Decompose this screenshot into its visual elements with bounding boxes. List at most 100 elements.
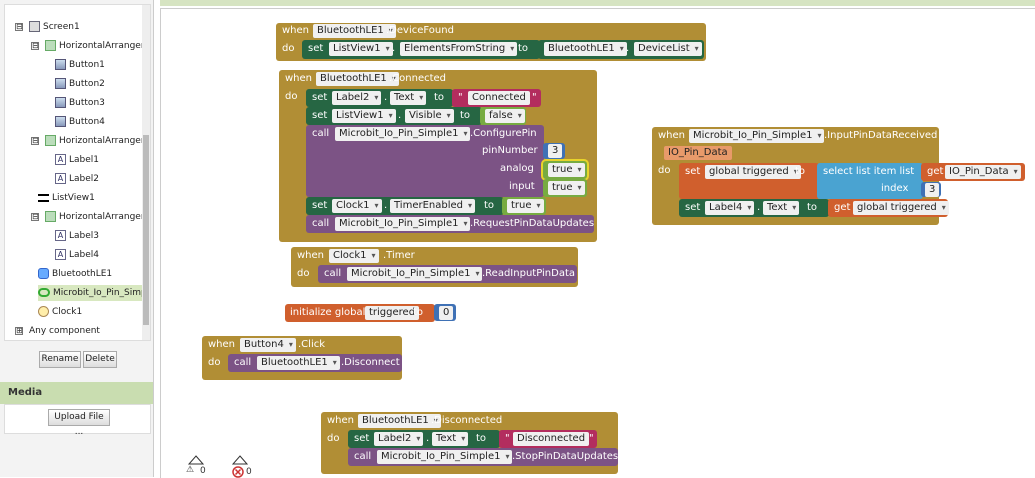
tree-toggle[interactable]: ⊟ bbox=[31, 212, 39, 221]
component-dropdown[interactable]: Clock1 bbox=[329, 249, 379, 263]
read-input-pin-call-block[interactable]: call Microbit_Io_Pin_Simple1 .ReadInputP… bbox=[318, 265, 577, 283]
component-dropdown[interactable]: Microbit_Io_Pin_Simple1 bbox=[689, 129, 825, 143]
text-disconnected-block[interactable]: " Disconnected " bbox=[499, 430, 597, 448]
tree-item[interactable]: Button3 bbox=[55, 95, 105, 111]
component-dropdown[interactable]: Microbit_Io_Pin_Simple1 bbox=[335, 127, 471, 141]
component-dropdown[interactable]: Microbit_Io_Pin_Simple1 bbox=[347, 267, 483, 281]
component-dropdown[interactable]: BluetoothLE1 bbox=[257, 356, 340, 370]
set-listview-visible-block[interactable]: set ListView1 . Visible to bbox=[306, 107, 482, 125]
tree-item[interactable]: HorizontalArrangemer bbox=[45, 133, 150, 149]
property-dropdown[interactable]: Text bbox=[763, 201, 800, 215]
event-name: .Disconnected bbox=[431, 415, 503, 426]
component-dropdown[interactable]: Clock1 bbox=[332, 199, 382, 213]
component-dropdown[interactable]: BluetoothLE1 bbox=[313, 24, 396, 38]
tree-scrollbar[interactable] bbox=[142, 5, 150, 340]
component-dropdown[interactable]: Label2 bbox=[332, 91, 382, 105]
component-dropdown[interactable]: ListView1 bbox=[332, 109, 396, 123]
number-value[interactable]: 0 bbox=[439, 306, 454, 320]
tree-toggle[interactable]: ⊟ bbox=[31, 136, 39, 145]
number-block[interactable]: 3 bbox=[921, 182, 941, 197]
set-global-triggered-block[interactable]: set global triggered to bbox=[679, 163, 819, 199]
property-dropdown[interactable]: ElementsFromString bbox=[400, 42, 518, 56]
component-dropdown[interactable]: Label2 bbox=[374, 432, 424, 446]
upload-file-button[interactable]: Upload File ... bbox=[48, 409, 110, 437]
component-dropdown[interactable]: Label4 bbox=[705, 201, 755, 215]
request-pin-updates-call-block[interactable]: call Microbit_Io_Pin_Simple1 .RequestPin… bbox=[306, 215, 594, 233]
set-listview-elements-block[interactable]: set ListView1 . ElementsFromString to bbox=[302, 40, 540, 59]
tree-toggle[interactable]: ⊟ bbox=[15, 22, 23, 31]
variable-dropdown[interactable]: global triggered bbox=[705, 165, 801, 179]
number-value[interactable]: 3 bbox=[548, 144, 563, 158]
logic-true-block[interactable]: true bbox=[502, 197, 546, 215]
boolean-dropdown[interactable]: false bbox=[485, 109, 525, 123]
component-dropdown[interactable]: ListView1 bbox=[329, 42, 393, 56]
component-dropdown[interactable]: Microbit_Io_Pin_Simple1 bbox=[335, 217, 471, 231]
number-block[interactable]: 3 bbox=[543, 143, 565, 159]
initialize-global-block[interactable]: initialize global triggered to bbox=[285, 304, 435, 322]
delete-button[interactable]: Delete bbox=[83, 351, 117, 368]
media-header: Media bbox=[0, 382, 153, 404]
tree-item[interactable]: ListView1 bbox=[38, 190, 95, 206]
tree-item[interactable]: BluetoothLE1 bbox=[38, 266, 112, 282]
logic-true-block[interactable]: true bbox=[541, 159, 589, 181]
configure-pin-call-block[interactable]: call Microbit_Io_Pin_Simple1 .ConfigureP… bbox=[306, 125, 544, 197]
number-value[interactable]: 3 bbox=[925, 183, 940, 197]
variable-dropdown[interactable]: global triggered bbox=[853, 201, 949, 215]
tree-item[interactable]: Screen1 bbox=[29, 19, 80, 35]
number-block[interactable]: 0 bbox=[434, 304, 456, 321]
set-label2-text-block[interactable]: set Label2 . Text to bbox=[306, 89, 453, 107]
component-dropdown[interactable]: Microbit_Io_Pin_Simple1 bbox=[377, 450, 513, 464]
property-dropdown[interactable]: Text bbox=[432, 432, 469, 446]
component-dropdown[interactable]: BluetoothLE1 bbox=[358, 414, 441, 428]
tree-item[interactable]: Button1 bbox=[55, 57, 105, 73]
component-dropdown[interactable]: BluetoothLE1 bbox=[544, 42, 627, 56]
tree-toggle[interactable]: ⊞ bbox=[15, 326, 23, 335]
stop-pin-updates-call-block[interactable]: call Microbit_Io_Pin_Simple1 .StopPinDat… bbox=[348, 448, 618, 466]
event-parameter[interactable]: IO_Pin_Data bbox=[664, 146, 732, 160]
set-label4-text-block[interactable]: set Label4 . Text to bbox=[679, 199, 829, 217]
tree-item[interactable]: Any component bbox=[29, 323, 100, 339]
warning-indicator[interactable]: ⚠ 0 bbox=[186, 455, 206, 477]
media-panel: Upload File ... bbox=[4, 404, 151, 437]
error-indicator[interactable]: 0 bbox=[230, 455, 254, 478]
tree-item[interactable]: Button2 bbox=[55, 76, 105, 92]
global-name-field[interactable]: triggered bbox=[365, 306, 420, 320]
logic-false-block[interactable]: false bbox=[480, 107, 526, 125]
tree-toggle[interactable]: ⊟ bbox=[31, 41, 39, 50]
select-list-item-block[interactable]: select list item list index bbox=[817, 163, 923, 199]
error-icon bbox=[232, 466, 244, 478]
to-keyword: to bbox=[795, 166, 806, 177]
disconnect-call-block[interactable]: call BluetoothLE1 .Disconnect bbox=[228, 354, 402, 372]
rename-button[interactable]: Rename bbox=[39, 351, 81, 368]
property-dropdown[interactable]: TimerEnabled bbox=[390, 199, 475, 213]
property-dropdown[interactable]: DeviceList bbox=[634, 42, 702, 56]
logic-true-block[interactable]: true bbox=[543, 179, 587, 197]
boolean-dropdown[interactable]: true bbox=[548, 163, 585, 177]
tree-item[interactable]: HorizontalArrangemer bbox=[45, 38, 150, 54]
bluetooth-devicelist-getter-block[interactable]: BluetoothLE1 . DeviceList bbox=[538, 40, 704, 59]
tree-item[interactable]: HorizontalArrangemer bbox=[45, 209, 150, 225]
tree-item-label: Any component bbox=[29, 326, 100, 336]
property-dropdown[interactable]: Visible bbox=[405, 109, 454, 123]
get-io-pin-data-block[interactable]: get IO_Pin_Data bbox=[921, 163, 1025, 181]
get-global-triggered-block[interactable]: get global triggered bbox=[828, 199, 949, 217]
text-value[interactable]: Connected bbox=[468, 91, 530, 105]
tree-item[interactable]: Microbit_Io_Pin_Simpl bbox=[38, 285, 150, 301]
boolean-dropdown[interactable]: true bbox=[507, 199, 544, 213]
component-dropdown[interactable]: BluetoothLE1 bbox=[316, 72, 399, 86]
text-connected-block[interactable]: " Connected " bbox=[452, 89, 541, 107]
tree-item[interactable]: Button4 bbox=[55, 114, 105, 130]
variable-dropdown[interactable]: IO_Pin_Data bbox=[945, 165, 1021, 179]
set-clock-timer-enabled-block[interactable]: set Clock1 . TimerEnabled to bbox=[306, 197, 504, 215]
boolean-dropdown[interactable]: true bbox=[548, 181, 585, 195]
property-dropdown[interactable]: Text bbox=[390, 91, 427, 105]
tree-scrollbar-thumb[interactable] bbox=[143, 135, 149, 325]
tree-item[interactable]: Clock1 bbox=[38, 304, 82, 320]
set-label2-text-block[interactable]: set Label2 . Text to bbox=[348, 430, 500, 448]
text-value[interactable]: Disconnected bbox=[513, 432, 590, 446]
component-dropdown[interactable]: Button4 bbox=[240, 338, 296, 352]
